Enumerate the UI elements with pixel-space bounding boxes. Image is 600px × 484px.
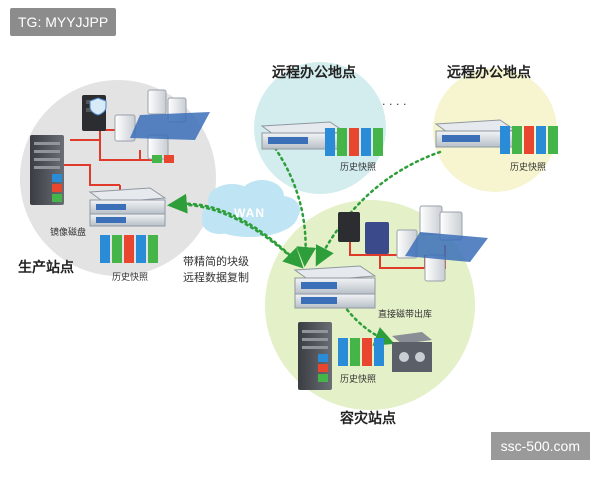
remote-office-2-snapshot-label: 历史快照: [510, 163, 547, 173]
disaster-site-title: 容灾站点: [340, 411, 396, 427]
tape-library: [392, 332, 432, 372]
mirror-disk-label: 镜像磁盘: [50, 228, 87, 238]
wan-cloud: [202, 180, 300, 237]
remote-office-1-title: 远程办公地点: [272, 65, 356, 81]
production-snapshot-disks: [100, 235, 158, 263]
production-storage-rack: [30, 135, 64, 205]
production-blue-tray: [130, 112, 210, 140]
production-site-title: 生产站点: [18, 260, 74, 276]
more-offices-dots: · · · ·: [382, 98, 407, 111]
remote-office-1-appliance: [260, 121, 347, 150]
production-disks: [152, 155, 174, 163]
remote-office-2-title: 远程办公地点: [447, 65, 531, 81]
tag-label: TG: MYYJJPP: [10, 8, 117, 36]
dr-snapshot-label: 历史快照: [340, 375, 377, 385]
watermark: ssc-500.com: [490, 432, 590, 460]
production-secure-server: [82, 95, 107, 131]
production-servers: [114, 89, 187, 160]
replication-desc-line1: 带精简的块级: [183, 255, 249, 268]
dr-storage-rack: [298, 322, 332, 390]
dr-appliance: [293, 265, 377, 309]
remote-office-1-disks: [325, 128, 383, 156]
remote-office-2-appliance: [434, 119, 517, 148]
remote-office-1-snapshot-label: 历史快照: [340, 163, 377, 173]
production-appliance: [88, 187, 167, 227]
dr-snapshot-disks: [338, 338, 384, 366]
replication-desc-line2: 远程数据复制: [183, 271, 249, 284]
dr-servers: [338, 205, 463, 282]
dr-blue-tray: [405, 232, 488, 262]
wan-label: WAN: [234, 206, 265, 220]
production-snapshot-label: 历史快照: [112, 273, 149, 283]
remote-office-2-disks: [500, 126, 558, 154]
direct-tape-label: 直接磁带出库: [378, 310, 433, 320]
